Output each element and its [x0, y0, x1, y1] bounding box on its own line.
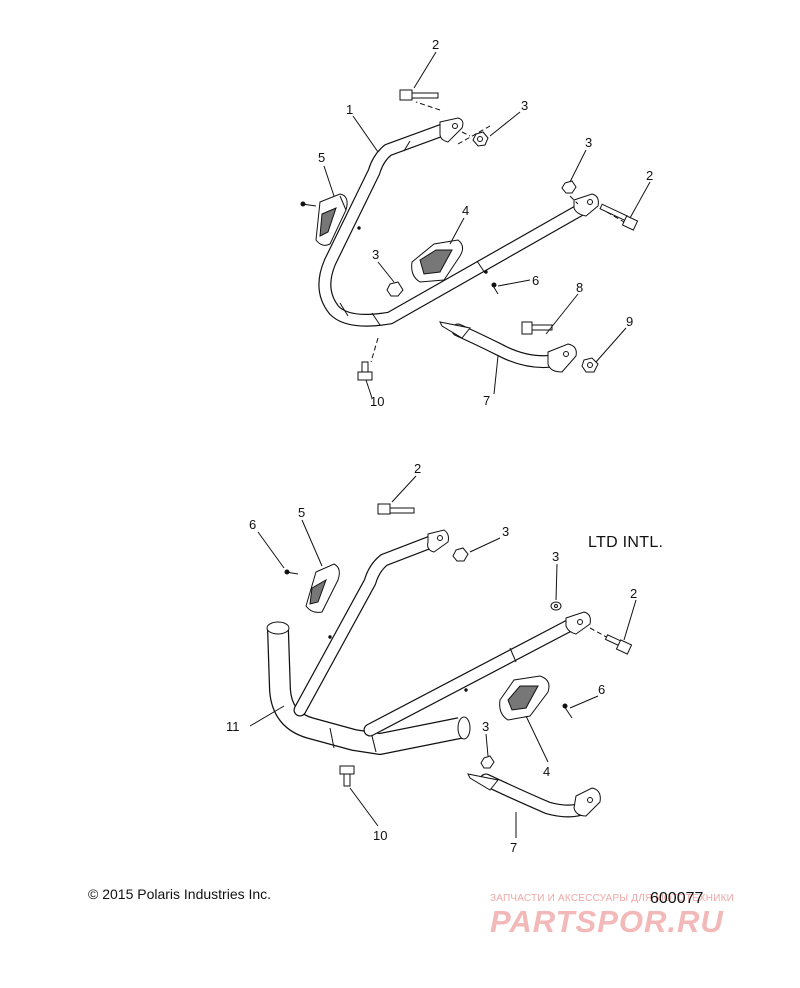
watermark-logo: PARTSPOR.RU [490, 904, 724, 939]
callout-number: 10 [370, 394, 384, 409]
screw-icon [491, 282, 499, 295]
bolt-icon [377, 503, 415, 515]
callout-number: 7 [483, 393, 490, 408]
bracket-right-top [573, 193, 625, 223]
callout-number: 6 [598, 682, 605, 697]
nut-icon [561, 180, 579, 205]
watermark-tagline: ЗАПЧАСТИ И АКСЕССУАРЫ ДЛЯ МОТОТЕХНИКИ [490, 893, 735, 904]
skid-bar-bottom [467, 773, 601, 818]
callout-number: 5 [318, 150, 325, 165]
bumper-tube-bottom [266, 533, 583, 755]
callout-number: 3 [552, 549, 559, 564]
callout-number: 2 [646, 168, 653, 183]
nut-icon [480, 755, 495, 769]
callout-number: 3 [372, 247, 379, 262]
bolt-icon [604, 634, 633, 655]
bumper-pad-icon [305, 563, 340, 613]
callout-number: 8 [576, 280, 583, 295]
copyright-text: © 2015 Polaris Industries Inc. [88, 886, 272, 902]
bolt-icon [599, 203, 639, 231]
callout-number: 10 [373, 828, 387, 843]
bolt-icon [357, 337, 379, 381]
callout-number: 3 [521, 98, 528, 113]
callout-number: 2 [432, 37, 439, 52]
bolt-icon [339, 765, 355, 787]
nut-icon [550, 601, 562, 611]
diagram-reference-number: 600077 [650, 890, 704, 907]
bracket-right-bottom [565, 611, 613, 641]
nut-icon [457, 125, 491, 147]
skid-bar-top [439, 321, 577, 373]
nut-icon [452, 547, 469, 562]
bumper-pad-icon [499, 675, 550, 721]
callout-number: 1 [346, 102, 353, 117]
bumper-tube-top [318, 121, 587, 327]
callout-number: 4 [462, 203, 469, 218]
bumper-pad-icon [411, 239, 464, 283]
callout-number: 6 [532, 273, 539, 288]
callout-number: 5 [298, 505, 305, 520]
callout-number: 11 [226, 719, 240, 734]
callout-number: 3 [502, 524, 509, 539]
screw-icon [562, 703, 573, 719]
nut-icon [386, 281, 404, 297]
screw-icon [300, 201, 317, 207]
callout-number: 6 [249, 517, 256, 532]
bolt-icon [521, 321, 553, 335]
bumper-pad-icon [315, 193, 348, 246]
top-assembly: 2 1 3 3 2 5 4 3 6 8 9 7 10 [300, 37, 653, 409]
callout-number: 4 [543, 764, 550, 779]
bracket-left-bottom [427, 529, 449, 553]
callout-number: 2 [414, 461, 421, 476]
variant-label: LTD INTL. [588, 534, 664, 551]
bolt-icon [399, 89, 439, 101]
callout-number: 9 [626, 314, 633, 329]
screw-icon [284, 569, 299, 575]
nut-icon [581, 357, 599, 373]
callout-number: 2 [630, 586, 637, 601]
bottom-assembly: 2 6 5 3 3 2 11 6 4 3 7 10 [226, 461, 637, 855]
bracket-left-top [415, 101, 464, 143]
callout-number: 7 [510, 840, 517, 855]
callout-number: 3 [482, 719, 489, 734]
callout-number: 3 [585, 135, 592, 150]
